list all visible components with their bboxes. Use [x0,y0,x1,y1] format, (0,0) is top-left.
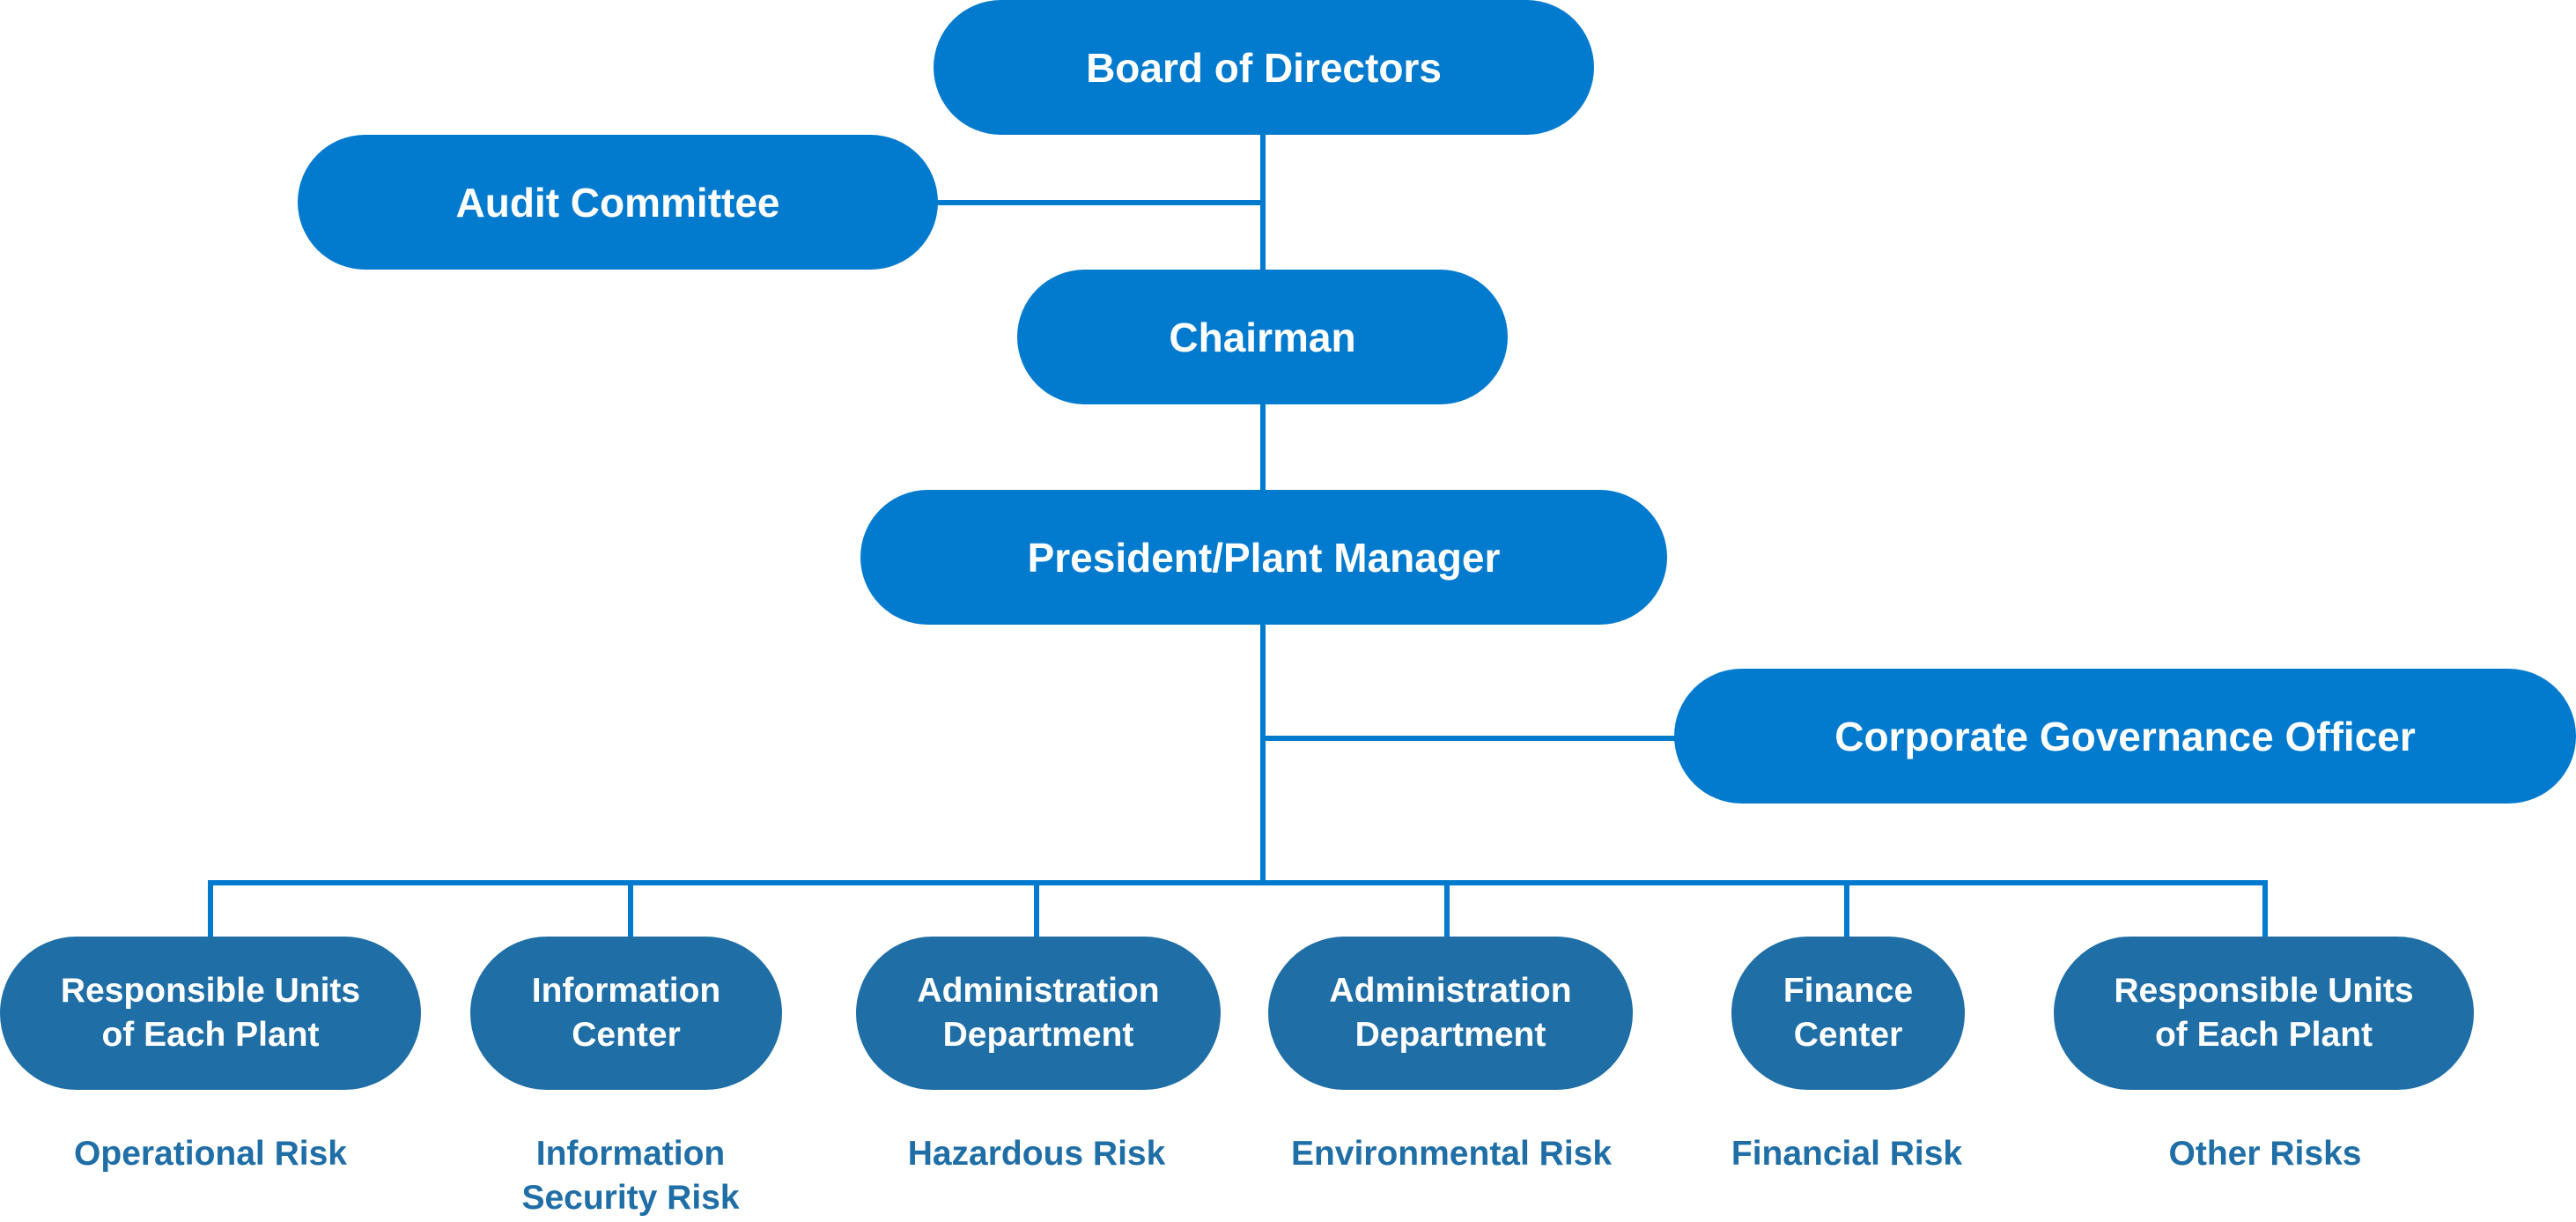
connector-bus [208,880,2268,885]
risk-text: Security Risk [521,1179,740,1217]
node-president: President/Plant Manager [860,490,1667,625]
unit-label: Information [531,972,721,1010]
unit-label: Administration [917,972,1160,1010]
unit-node: Responsible Units of Each Plant [0,937,421,1090]
risk-text: Information [535,1135,726,1173]
risk-label: Financial Risk [1731,1132,1962,1176]
connector-unit-2 [628,880,633,938]
unit-label: Responsible Units [60,972,361,1010]
node-board-of-directors: Board of Directors [934,0,1594,135]
connector-cgo [1263,736,1677,741]
risk-label: Operational Risk [74,1132,347,1176]
connector-unit-5 [1844,880,1849,938]
unit-label: Finance [1783,972,1914,1010]
unit-label: Administration [1329,972,1572,1010]
connector-unit-3 [1034,880,1039,938]
risk-text: Environmental Risk [1290,1135,1613,1173]
risk-text: Other Risks [2168,1135,2362,1173]
node-audit-committee: Audit Committee [298,135,938,270]
unit-label: Center [1793,1016,1903,1054]
connector-unit-6 [2262,880,2268,938]
risk-label: Other Risks [2169,1132,2362,1176]
risk-text: Operational Risk [74,1135,347,1173]
unit-label: of Each Plant [2154,1016,2373,1054]
connector-audit [934,200,1263,205]
risk-label: Hazardous Risk [908,1132,1166,1176]
unit-label: Department [942,1016,1134,1054]
node-chairman: Chairman [1017,270,1508,404]
node-corporate-governance-officer: Corporate Governance Officer [1674,669,2576,804]
unit-label: Center [572,1016,681,1054]
risk-text: Hazardous Risk [907,1135,1166,1173]
connector-unit-1 [208,880,213,938]
connector-unit-4 [1444,880,1450,938]
risk-text: Financial Risk [1731,1135,1963,1173]
unit-node: Responsible Units of Each Plant [2054,937,2474,1090]
unit-label: Responsible Units [2114,972,2414,1010]
unit-label: of Each Plant [101,1016,320,1054]
unit-label: Department [1354,1016,1546,1054]
risk-label: Environmental Risk [1291,1132,1612,1176]
